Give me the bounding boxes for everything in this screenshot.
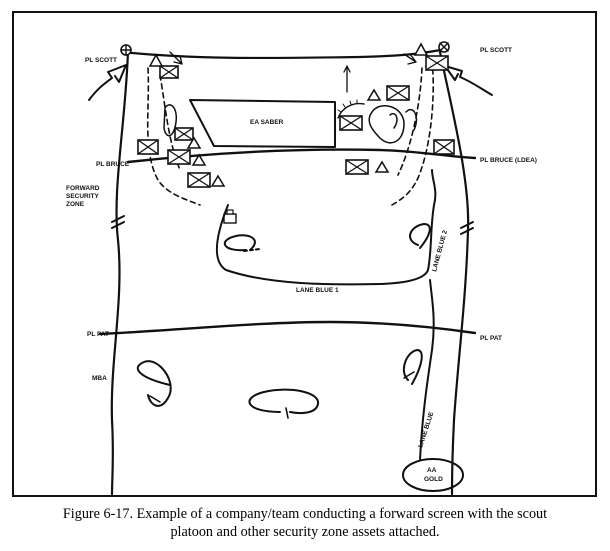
pl-scott-right-label: PL SCOTT [480, 47, 512, 54]
ea-saber-area [189, 99, 336, 148]
figure-caption: Figure 6-17. Example of a company/team c… [0, 505, 610, 541]
forward-zone-label-1: FORWARD [66, 185, 100, 192]
battle-position-5 [402, 349, 423, 385]
scout-unit-left-3 [167, 149, 191, 165]
scout-unit-right-5 [345, 159, 369, 175]
battle-position-2 [409, 223, 431, 249]
left-enemy-arrow [88, 64, 127, 101]
lane-blue-1-route [215, 169, 437, 286]
lane-blue-2-label: LANE BLUE 2 [431, 229, 449, 272]
mba-label: MBA [92, 375, 107, 382]
scout-unit-left-2 [174, 127, 194, 141]
pl-pat-right-label: PL PAT [480, 335, 502, 342]
pl-bruce-left-label: PL BRUCE [96, 161, 130, 168]
right-dashed-route-2 [397, 67, 423, 176]
forward-zone-label-2: SECURITY [66, 193, 100, 200]
aa-gold-label-2: GOLD [424, 476, 443, 483]
lane-blue-1-label: LANE BLUE 1 [296, 287, 339, 294]
scout-unit-right-1 [425, 55, 449, 71]
scout-unit-left-1 [159, 65, 179, 79]
scout-unit-right-3 [339, 115, 363, 131]
battle-position-1 [223, 234, 256, 252]
lane-blue-route [419, 279, 435, 461]
scout-unit-right-2 [386, 85, 410, 101]
scout-unit-right-4 [433, 139, 455, 155]
aa-gold-label-1: AA [427, 467, 437, 474]
phase-line-pat [98, 320, 477, 336]
battle-position-3 [136, 360, 172, 407]
battle-position-4 [248, 388, 319, 414]
pl-pat-left-label: PL PAT [87, 331, 109, 338]
aa-gold-area [402, 458, 464, 492]
right-boundary [438, 50, 470, 496]
scout-unit-left-4 [137, 139, 159, 155]
caption-line-2: platoon and other security zone assets a… [170, 524, 440, 540]
left-dashed-route-2 [159, 74, 181, 171]
pl-bruce-right-label: PL BRUCE (LDEA) [480, 157, 537, 164]
left-dashed-route [146, 67, 201, 206]
sector-of-fire [337, 102, 365, 119]
right-dashed-route [391, 59, 434, 206]
caption-line-1: Figure 6-17. Example of a company/team c… [62, 506, 548, 522]
left-boundary [110, 48, 130, 496]
ea-saber-label: EA SABER [250, 119, 284, 126]
forward-zone-label-3: ZONE [66, 201, 85, 208]
scout-unit-left-5 [187, 172, 211, 188]
lane-blue-label: LANE BLUE [417, 410, 435, 448]
phase-line-bruce [126, 148, 477, 164]
observation-posts [148, 42, 429, 187]
diagram-frame [12, 11, 597, 497]
right-enemy-arrow [444, 65, 493, 96]
pl-scott-left-label: PL SCOTT [85, 57, 117, 64]
